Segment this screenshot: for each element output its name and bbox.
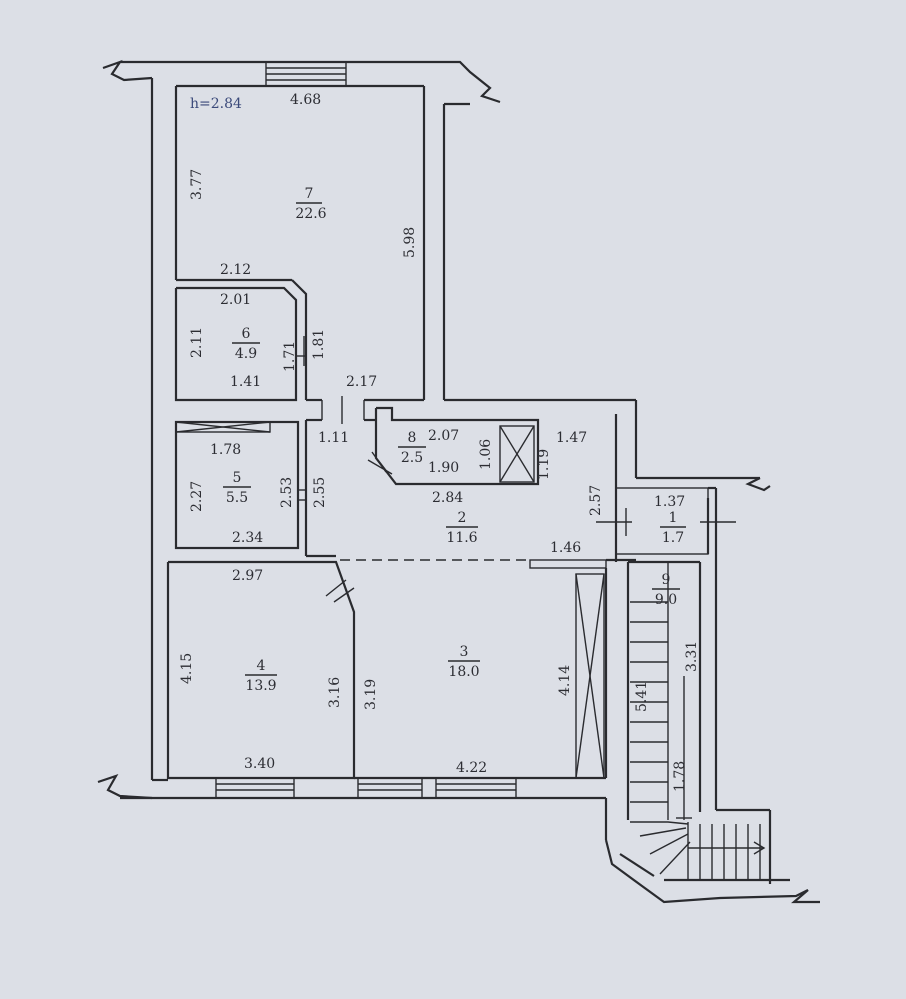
dim-r9-541: 5.41 [634, 681, 650, 712]
dim-corridor-111: 1.11 [318, 430, 349, 446]
labels: h=2.84 4.68 3.77 5.98 2.12 7 22.6 2.01 2… [179, 92, 700, 792]
walls [97, 59, 820, 904]
wall-break-top-right [440, 60, 501, 104]
staircase [630, 562, 766, 880]
room-5-label: 5 5.5 [223, 470, 251, 506]
dim-r8-190: 1.90 [428, 460, 459, 476]
dim-r5-bottom: 2.34 [232, 530, 263, 546]
room-3-area: 18.0 [448, 664, 479, 680]
window-bottom-2 [357, 777, 423, 799]
dim-r9-331: 3.31 [684, 641, 700, 672]
room-3-label: 3 18.0 [448, 644, 480, 680]
shaft-room-3 [575, 573, 605, 779]
room-5-number: 5 [233, 470, 242, 486]
ceiling-height-label: h=2.84 [190, 96, 242, 112]
room-5-area: 5.5 [226, 490, 248, 506]
dim-r8-119: 1.19 [536, 449, 552, 480]
room-4-number: 4 [257, 658, 266, 674]
room-9-area: 9.0 [655, 592, 677, 608]
dim-r6-right-2: 1.81 [311, 329, 327, 360]
dim-r3-bottom: 4.22 [456, 760, 487, 776]
room-6-label: 6 4.9 [232, 326, 260, 362]
dim-r2-146: 1.46 [550, 540, 581, 556]
window-bottom-1 [215, 777, 295, 799]
dim-r6-left: 2.11 [189, 327, 205, 358]
dim-r6-top: 2.01 [220, 292, 251, 308]
wall-room-6 [174, 286, 298, 402]
dim-r6-right-1: 1.71 [282, 341, 298, 372]
room-1-area: 1.7 [662, 530, 684, 546]
room-3-number: 3 [460, 644, 469, 660]
wall-break-bottom-right [604, 839, 820, 904]
room-8-area: 2.5 [401, 450, 423, 466]
dim-r3-left: 3.19 [363, 679, 379, 710]
dim-r8-106: 1.06 [478, 439, 494, 470]
wall-room-4 [166, 560, 356, 780]
dim-r2-284: 2.84 [432, 490, 463, 506]
dim-r4-bottom: 3.40 [244, 756, 275, 772]
room-1-label: 1 1.7 [660, 510, 686, 546]
dim-r7-left: 3.77 [189, 169, 205, 200]
room-2-number: 2 [458, 510, 467, 526]
dim-r1-137: 1.37 [654, 494, 685, 510]
dim-r5-right: 2.53 [279, 477, 295, 508]
room-9-number: 9 [662, 572, 671, 588]
dim-r7-top: 4.68 [290, 92, 321, 108]
dim-r6-bottom: 1.41 [230, 374, 261, 390]
dim-r7-right: 5.98 [402, 227, 418, 258]
room-6-number: 6 [242, 326, 251, 342]
dim-r4-top: 2.97 [232, 568, 263, 584]
dim-r7-bottom: 2.12 [220, 262, 251, 278]
dim-r5-top: 1.78 [210, 442, 241, 458]
dim-r2-257: 2.57 [588, 485, 604, 516]
room-7-number: 7 [305, 186, 314, 202]
dim-r9-178: 1.78 [672, 761, 688, 792]
dim-r3-right: 4.14 [557, 665, 573, 696]
dim-corridor-217: 2.17 [346, 374, 377, 390]
room-8-number: 8 [408, 430, 417, 446]
room-2-area: 11.6 [446, 530, 477, 546]
room-6-area: 4.9 [235, 346, 257, 362]
window-bottom-3 [435, 777, 517, 799]
wall-break-top-left [102, 59, 153, 82]
wall-break-bottom-left [97, 774, 153, 800]
wall-r7-chamfer [291, 279, 308, 308]
room-4-area: 13.9 [245, 678, 276, 694]
room-7-label: 7 22.6 [295, 186, 326, 222]
shaft-room-8 [499, 425, 535, 483]
dim-r8-147: 1.47 [556, 430, 587, 446]
room-1-number: 1 [669, 510, 678, 526]
room-7-area: 22.6 [295, 206, 326, 222]
dim-r4-right: 3.16 [327, 677, 343, 708]
dim-r5-left: 2.27 [189, 481, 205, 512]
dim-r8-207: 2.07 [428, 428, 459, 444]
dim-r4-left: 4.15 [179, 653, 195, 684]
room-8-label: 8 2.5 [398, 430, 426, 466]
dim-r2-255: 2.55 [312, 477, 328, 508]
room-9-label: 9 9.0 [652, 572, 680, 608]
room-4-label: 4 13.9 [245, 658, 277, 694]
room-2-label: 2 11.6 [446, 510, 478, 546]
